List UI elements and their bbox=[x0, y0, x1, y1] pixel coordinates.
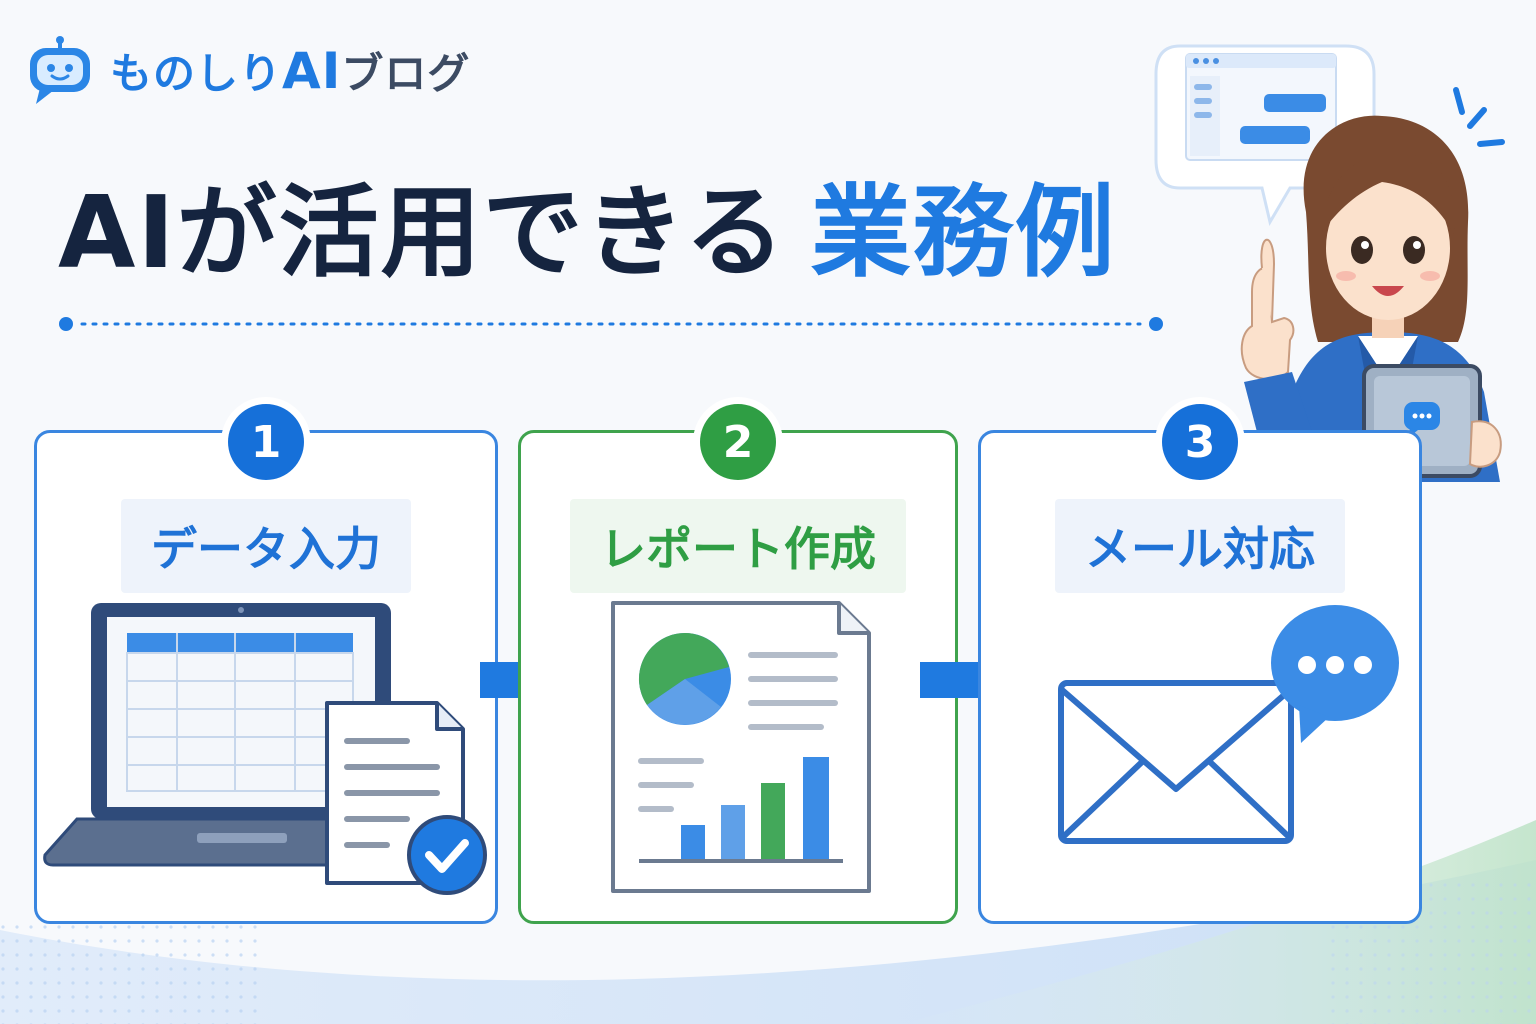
brand-ai: AI bbox=[282, 41, 342, 100]
title-accent: 業務例 bbox=[810, 174, 1117, 291]
card-label: データ入力 bbox=[121, 499, 411, 593]
card-number: 2 bbox=[700, 404, 776, 480]
card-number: 1 bbox=[228, 404, 304, 480]
brand-suffix: ブログ bbox=[341, 48, 471, 98]
card-label: メール対応 bbox=[1055, 499, 1345, 593]
title-main: AIが活用できる bbox=[58, 174, 787, 291]
card-number-badge: 3 bbox=[1155, 397, 1245, 487]
card-email-response[interactable]: 3 メール対応 bbox=[978, 397, 1422, 924]
card-data-entry[interactable]: 1 データ入力 bbox=[34, 397, 498, 924]
card-report-creation[interactable]: 2 レポート作成 bbox=[518, 397, 958, 924]
envelope-chat-icon bbox=[1058, 605, 1399, 844]
card-number-badge: 1 bbox=[221, 397, 311, 487]
card-number-badge: 2 bbox=[693, 397, 783, 487]
brand-logo[interactable]: ものしりAIブログ bbox=[24, 34, 470, 106]
card-number: 3 bbox=[1162, 404, 1238, 480]
brand-text: ものしりAIブログ bbox=[110, 40, 470, 101]
character-illustration bbox=[1240, 87, 1505, 482]
report-chart-icon bbox=[611, 601, 871, 893]
chat-robot-icon bbox=[30, 36, 90, 104]
card-label: レポート作成 bbox=[570, 499, 906, 593]
title-divider bbox=[59, 317, 1163, 331]
brand-name: ものしり bbox=[110, 48, 283, 98]
page-title: AIが活用できる業務例 bbox=[58, 178, 1117, 288]
laptop-spreadsheet-icon bbox=[43, 603, 487, 895]
